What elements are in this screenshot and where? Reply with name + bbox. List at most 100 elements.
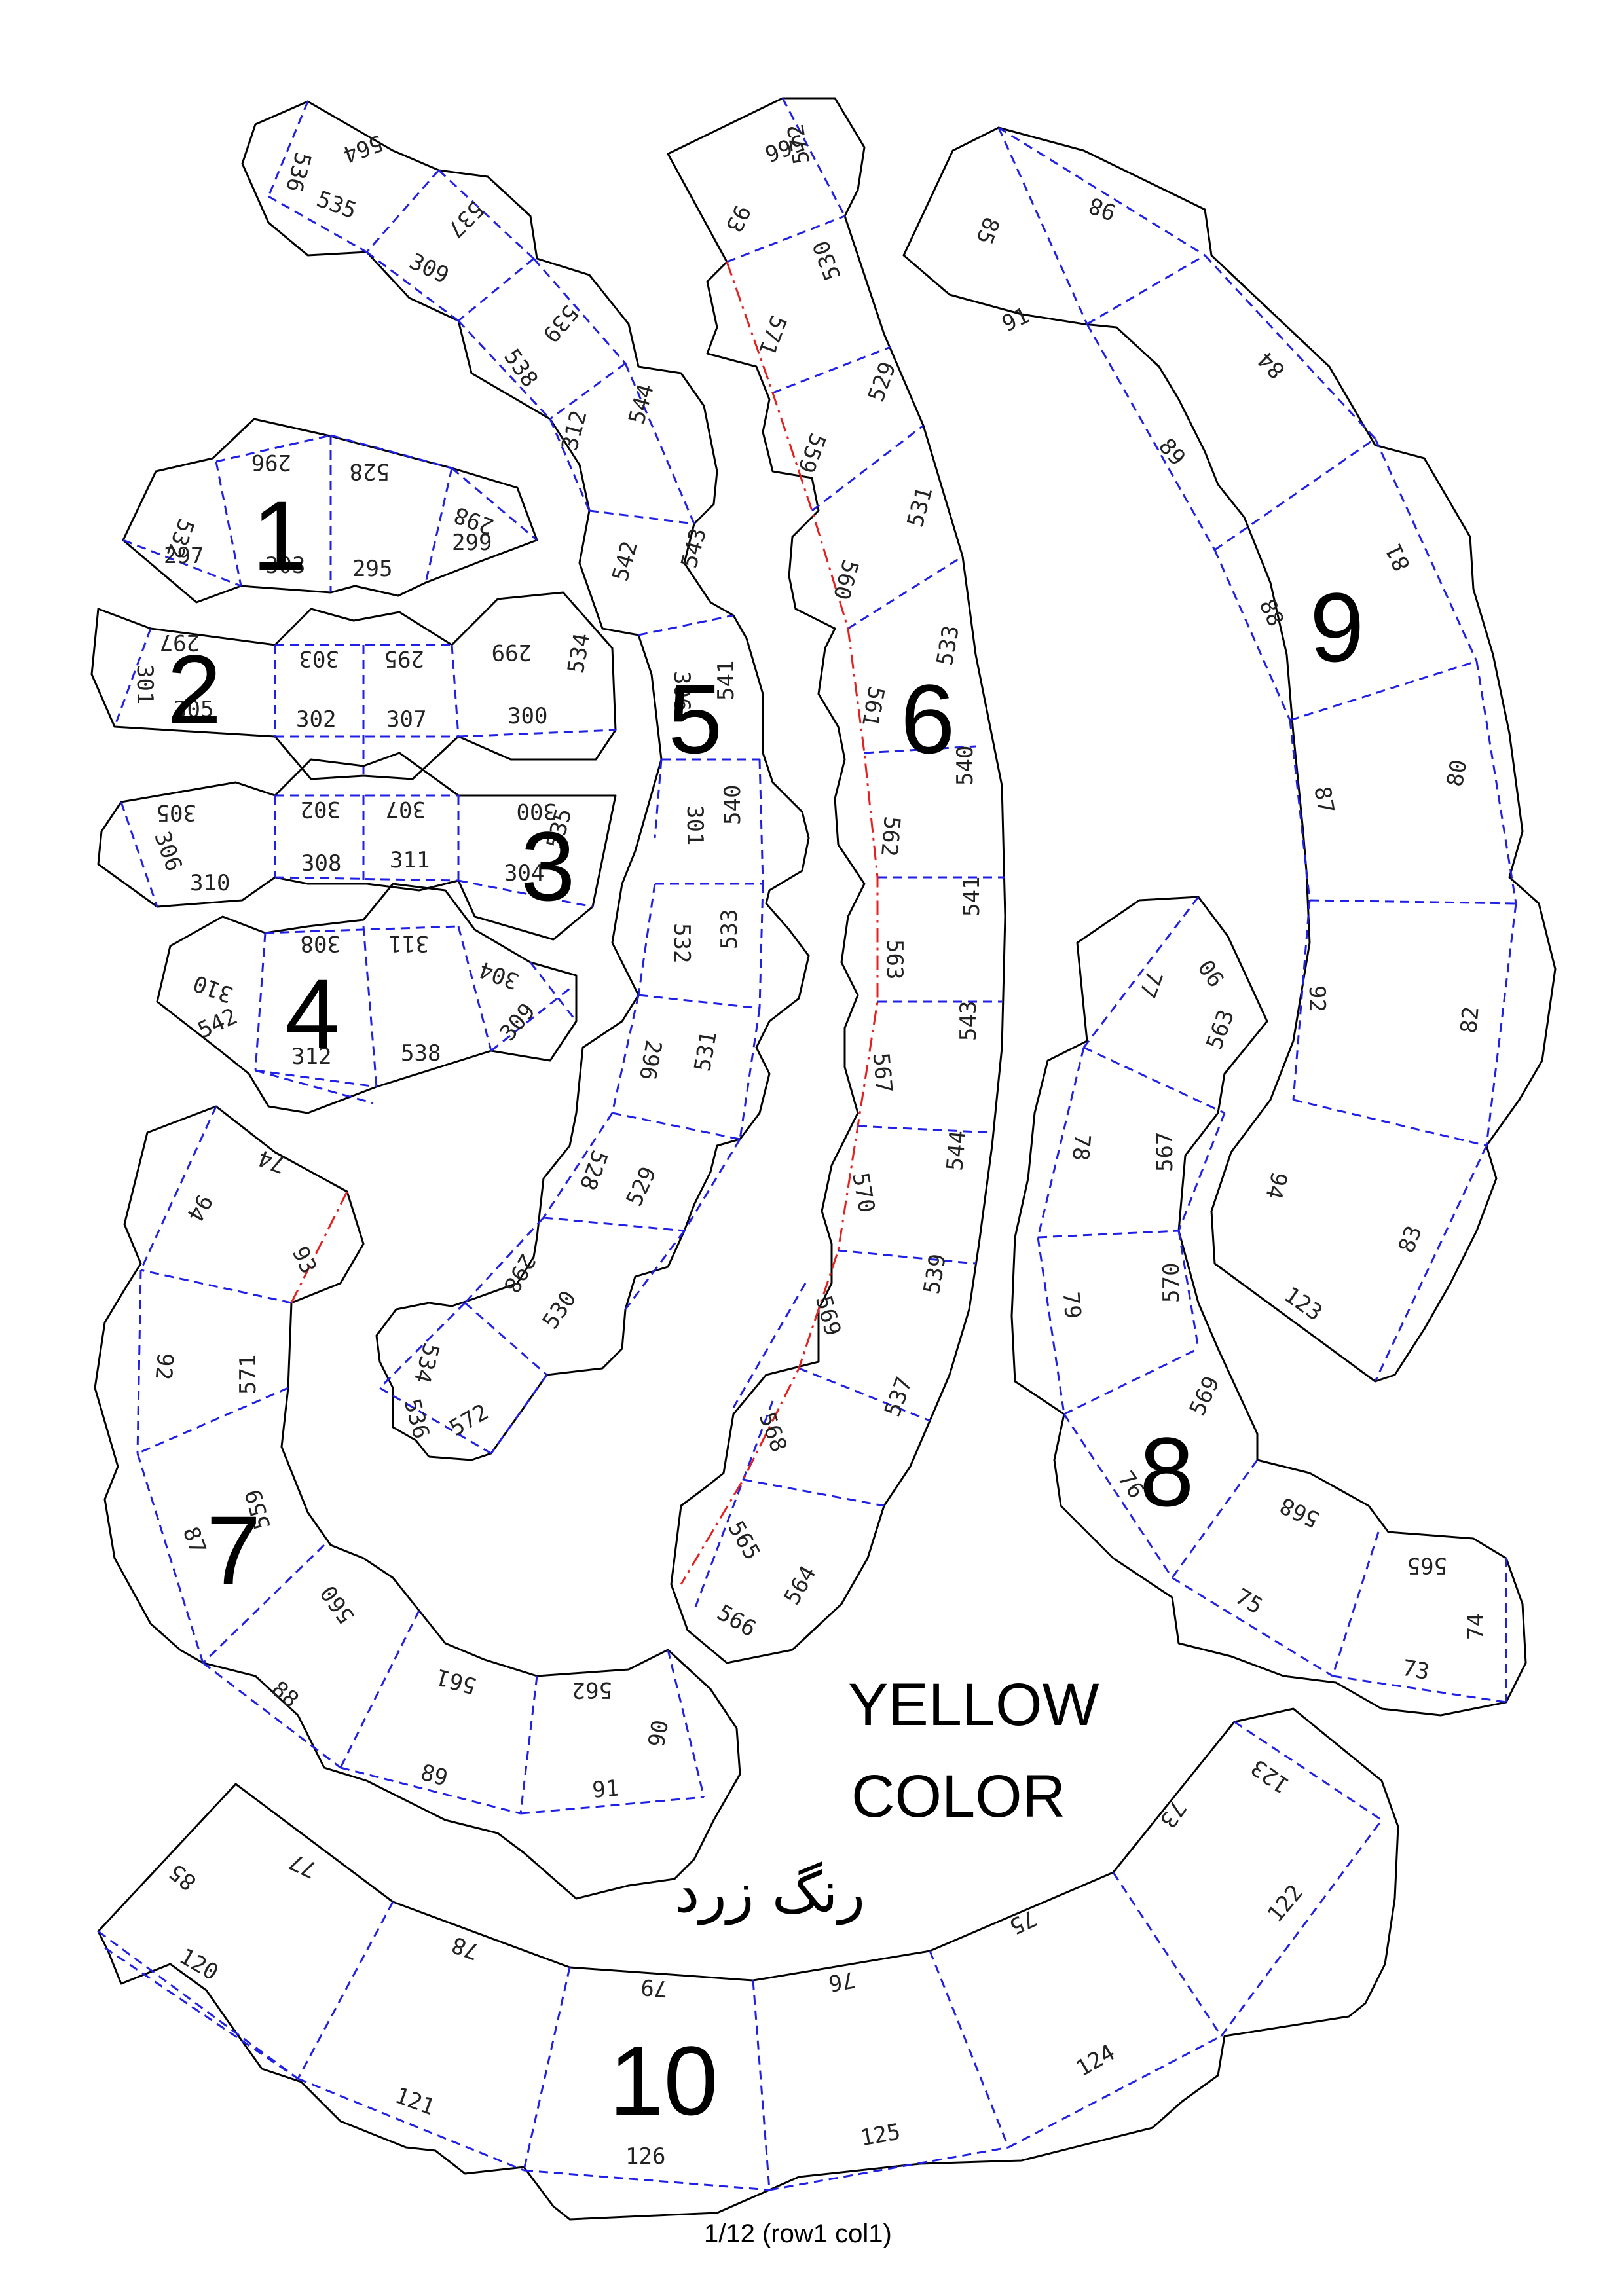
edge-label: 300 xyxy=(517,798,557,824)
edge-label: 563 xyxy=(881,939,908,979)
edge-label: 560 xyxy=(828,557,864,603)
edge-label: 543 xyxy=(955,1001,982,1041)
edge-label: 542 xyxy=(194,1003,242,1044)
edge-label: 568 xyxy=(1276,1492,1323,1533)
edge-label: 91 xyxy=(591,1775,620,1803)
piece-number: 5 xyxy=(668,664,722,774)
edge-label: 529 xyxy=(863,359,902,405)
piece-3: 305 302 307 300 306 310 308 311 304 535 … xyxy=(97,752,617,941)
edge-label: 539 xyxy=(919,1252,951,1296)
edge-label: 528 xyxy=(350,458,390,484)
edge-label: 571 xyxy=(753,312,792,358)
edge-label: 530 xyxy=(808,237,847,283)
edge-label: 295 xyxy=(352,556,392,582)
edge-label: 538 xyxy=(498,344,543,392)
edge-label: 312 xyxy=(557,408,593,454)
edge-label: 561 xyxy=(434,1664,479,1700)
piece-number: 3 xyxy=(521,811,575,921)
piece-number: 2 xyxy=(167,634,221,744)
edge-label: 300 xyxy=(507,703,547,729)
edge-label: 562 xyxy=(876,815,905,858)
edge-label: 569 xyxy=(810,1293,846,1339)
edge-label: 307 xyxy=(386,706,426,733)
edge-label: 570 xyxy=(847,1171,879,1214)
edge-label: 309 xyxy=(495,998,541,1046)
edge-label: 571 xyxy=(235,1355,261,1394)
edge-label: 302 xyxy=(301,796,341,822)
edge-label: 307 xyxy=(386,796,426,822)
edge-label: 567 xyxy=(1152,1132,1178,1172)
edge-label: 530 xyxy=(538,1286,582,1334)
edge-label: 79 xyxy=(1058,1290,1086,1319)
edge-label: 568 xyxy=(754,1409,792,1455)
edge-label: 75 xyxy=(1005,1904,1041,1940)
edge-label: 569 xyxy=(1185,1372,1225,1420)
edge-label: 565 xyxy=(1407,1552,1447,1578)
edge-label: 122 xyxy=(1263,1880,1308,1927)
edge-label: 309 xyxy=(405,248,453,289)
edge-label: 536 xyxy=(280,149,316,195)
edge-label: 310 xyxy=(190,870,230,896)
edge-label: 528 xyxy=(574,1147,613,1194)
edge-label: 297 xyxy=(164,543,204,569)
edge-label: 124 xyxy=(1072,2039,1120,2082)
edge-label: 85 xyxy=(970,213,1005,247)
edge-label: 564 xyxy=(340,130,386,168)
title-persian: رنگ زرد xyxy=(674,1860,865,1925)
edge-label: 306 xyxy=(149,828,187,875)
edge-label: 532 xyxy=(669,923,695,963)
piece-number: 8 xyxy=(1139,1417,1194,1527)
edge-label: 120 xyxy=(175,1943,223,1986)
edge-label: 311 xyxy=(389,930,429,957)
edge-label: 310 xyxy=(190,970,236,1008)
edge-label: 77 xyxy=(286,1848,321,1884)
edge-label: 89 xyxy=(1153,433,1190,471)
edge-label: 78 xyxy=(449,1931,483,1965)
edge-label: 93 xyxy=(287,1243,322,1278)
piece-number: 10 xyxy=(609,2026,718,2136)
edge-label: 302 xyxy=(296,706,336,733)
edge-label: 74 xyxy=(1463,1613,1489,1640)
edge-label: 544 xyxy=(942,1129,971,1172)
edge-label: 312 xyxy=(291,1044,331,1070)
edge-label: 78 xyxy=(1067,1133,1095,1161)
edge-label: 567 xyxy=(868,1051,897,1094)
edge-label: 299 xyxy=(492,639,532,665)
edge-label: 536 xyxy=(399,1396,435,1442)
edge-label: 561 xyxy=(857,684,889,728)
edge-label: 303 xyxy=(299,646,339,672)
edge-label: 303 xyxy=(265,553,305,579)
edge-label: 92 xyxy=(150,1352,178,1381)
edge-label: 304 xyxy=(504,860,544,886)
edge-label: 75 xyxy=(1230,1584,1266,1620)
edge-label: 533 xyxy=(716,909,743,949)
piece-5: 312 544 542 543 306 541 301 540 532 533 … xyxy=(375,381,810,1461)
piece-1: 296 528 532 297 303 295 298 299 1 xyxy=(122,418,538,604)
edge-label: 76 xyxy=(826,1966,857,1997)
piece-4: 308 311 310 304 542 312 538 309 4 xyxy=(156,883,578,1114)
edge-label: 529 xyxy=(621,1163,662,1211)
edge-label: 563 xyxy=(1202,1006,1240,1053)
edge-label: 534 xyxy=(563,631,595,675)
edge-label: 538 xyxy=(401,1040,441,1066)
edge-label: 543 xyxy=(676,525,712,571)
edge-label: 541 xyxy=(959,877,985,917)
piece-number: 6 xyxy=(900,664,955,774)
edge-label: 308 xyxy=(301,930,341,957)
edge-label: 306 xyxy=(669,671,695,711)
title-line-1: YELLOW xyxy=(848,1671,1099,1738)
edge-label: 85 xyxy=(164,1858,202,1895)
edge-label: 540 xyxy=(720,785,746,825)
edge-label: 94 xyxy=(1260,1169,1292,1202)
edge-label: 94 xyxy=(181,1190,217,1226)
piece-2: 297 301 303 295 299 534 305 302 307 300 … xyxy=(90,591,617,780)
edge-label: 534 xyxy=(409,1340,445,1386)
edge-label: 572 xyxy=(445,1399,493,1442)
edge-label: 305 xyxy=(157,799,196,826)
piece-7: 74 94 93 92 571 87 559 560 88 561 89 562… xyxy=(94,1105,741,1900)
edge-label: 537 xyxy=(442,196,489,243)
edge-label: 90 xyxy=(644,1718,674,1749)
edge-label: 84 xyxy=(1253,346,1290,384)
edge-label: 566 xyxy=(712,1599,760,1642)
